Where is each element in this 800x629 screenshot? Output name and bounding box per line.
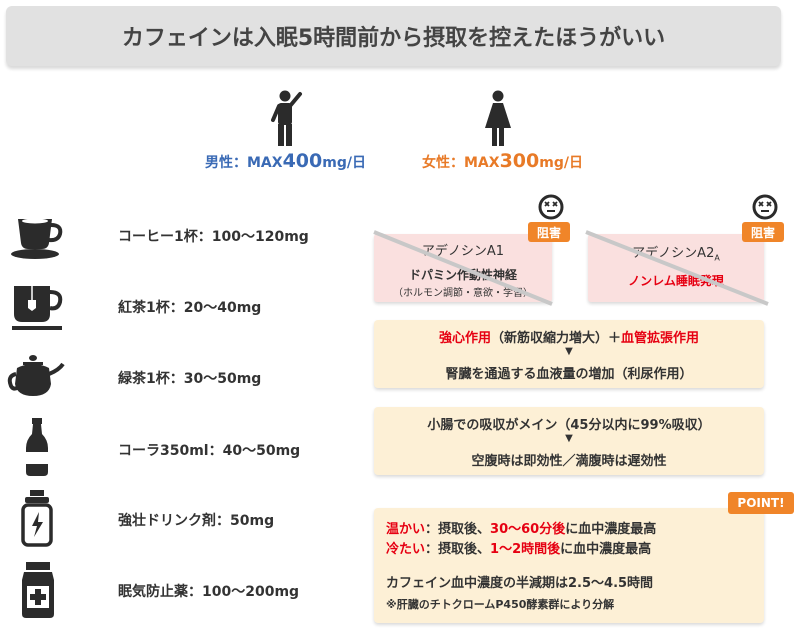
inhibit-tag-a2a: 阻害 [742,222,784,242]
page-title: カフェインは入眠5時間前から摂取を控えたほうがいい [121,26,666,51]
female-limit-amount: 300 [499,150,540,172]
medicine-bottle-icon [22,562,54,618]
half-life-text: カフェイン血中濃度の半減期は2.5〜4.5時間 [386,576,654,591]
cardio-effect-box: 強心作用（新筋収縮力増大）＋血管拡張作用 ▼ 腎臓を通過する血液量の増加（利尿作… [374,320,764,388]
absorption-line1: 小腸での吸収がメイン（45分以内に99%吸収） [427,418,711,433]
inhibit-tag-a1: 阻害 [528,222,570,242]
warm-drink-line: 温かい：摂取後、30〜60分後に血中濃度最高 [386,518,656,537]
female-limit-unit: mg/日 [539,155,583,171]
male-limit-unit: mg/日 [322,155,366,171]
cardio-effect-line2: 腎臓を通過する血液量の増加（利尿作用） [445,367,693,382]
receptor-a2a-subscript: A [714,253,720,263]
drink-label-sleep-medicine: 眠気防止薬：100〜200mg [118,584,300,600]
cold-end: に血中濃度最高 [560,542,652,557]
drink-label-black-tea: 紅茶1杯：20〜40mg [118,300,262,316]
drink-label-green-tea: 緑茶1杯：30〜50mg [118,371,262,387]
female-figure-icon [485,90,511,146]
female-limit-label: 女性：MAX [422,155,500,171]
warm-label: 温かい [386,522,426,537]
down-arrow-icon: ▼ [565,346,573,357]
point-tag: POINT! [728,492,794,514]
cardio-effect-heart: 強心作用 [438,331,491,346]
receptor-a1-line2: （ホルモン調節・意欲・学習） [393,288,533,299]
male-limit-amount: 400 [282,150,323,172]
coffee-cup-icon [11,218,63,259]
cardio-effect-mid: （新筋収縮力増大）＋ [490,331,621,346]
male-figure-icon [271,90,302,146]
cardio-effect-line1: 強心作用（新筋収縮力増大）＋血管拡張作用 [374,327,764,346]
title-banner: カフェインは入眠5時間前から摂取を控えたほうがいい [6,6,781,66]
drink-label-cola: コーラ350ml：40〜50mg [118,443,301,459]
drink-label-coffee: コーヒー1杯：100〜120mg [118,229,309,245]
point-box: 温かい：摂取後、30〜60分後に血中濃度最高 冷たい：摂取後、1〜2時間後に血中… [374,508,764,623]
energy-drink-icon [21,490,53,547]
dizzy-face-icon [538,194,564,220]
receptor-a1-strike-icon [373,230,553,306]
warm-end: に血中濃度最高 [565,522,657,537]
receptor-a1-title: アデノシンA1 [421,244,505,259]
metabolism-note: ※肝臓のチトクロームP450酵素群により分解 [386,598,615,611]
receptor-a2a-strike-icon [585,230,769,306]
cold-mid: ：摂取後、 [425,542,491,557]
cardio-effect-vessel: 血管拡張作用 [621,331,700,346]
cold-time: 1〜2時間後 [490,542,561,557]
warm-time: 30〜60分後 [490,522,566,537]
teapot-icon [7,355,65,396]
dizzy-face-icon [752,194,778,220]
tea-cup-icon [12,286,63,330]
absorption-box: 小腸での吸収がメイン（45分以内に99%吸収） ▼ 空腹時は即効性／満腹時は遅効… [374,407,764,475]
female-limit: 女性：MAX300mg/日 [422,150,583,172]
drink-label-energy-drink: 強壮ドリンク剤：50mg [118,513,275,529]
cold-label: 冷たい [386,542,426,557]
cold-drink-line: 冷たい：摂取後、1〜2時間後に血中濃度最高 [386,538,651,557]
cola-bottle-icon [26,418,48,476]
down-arrow-icon: ▼ [565,433,573,444]
warm-mid: ：摂取後、 [425,522,491,537]
absorption-line2: 空腹時は即効性／満腹時は遅効性 [471,454,667,469]
male-limit-label: 男性：MAX [205,155,283,171]
male-limit: 男性：MAX400mg/日 [205,150,366,172]
